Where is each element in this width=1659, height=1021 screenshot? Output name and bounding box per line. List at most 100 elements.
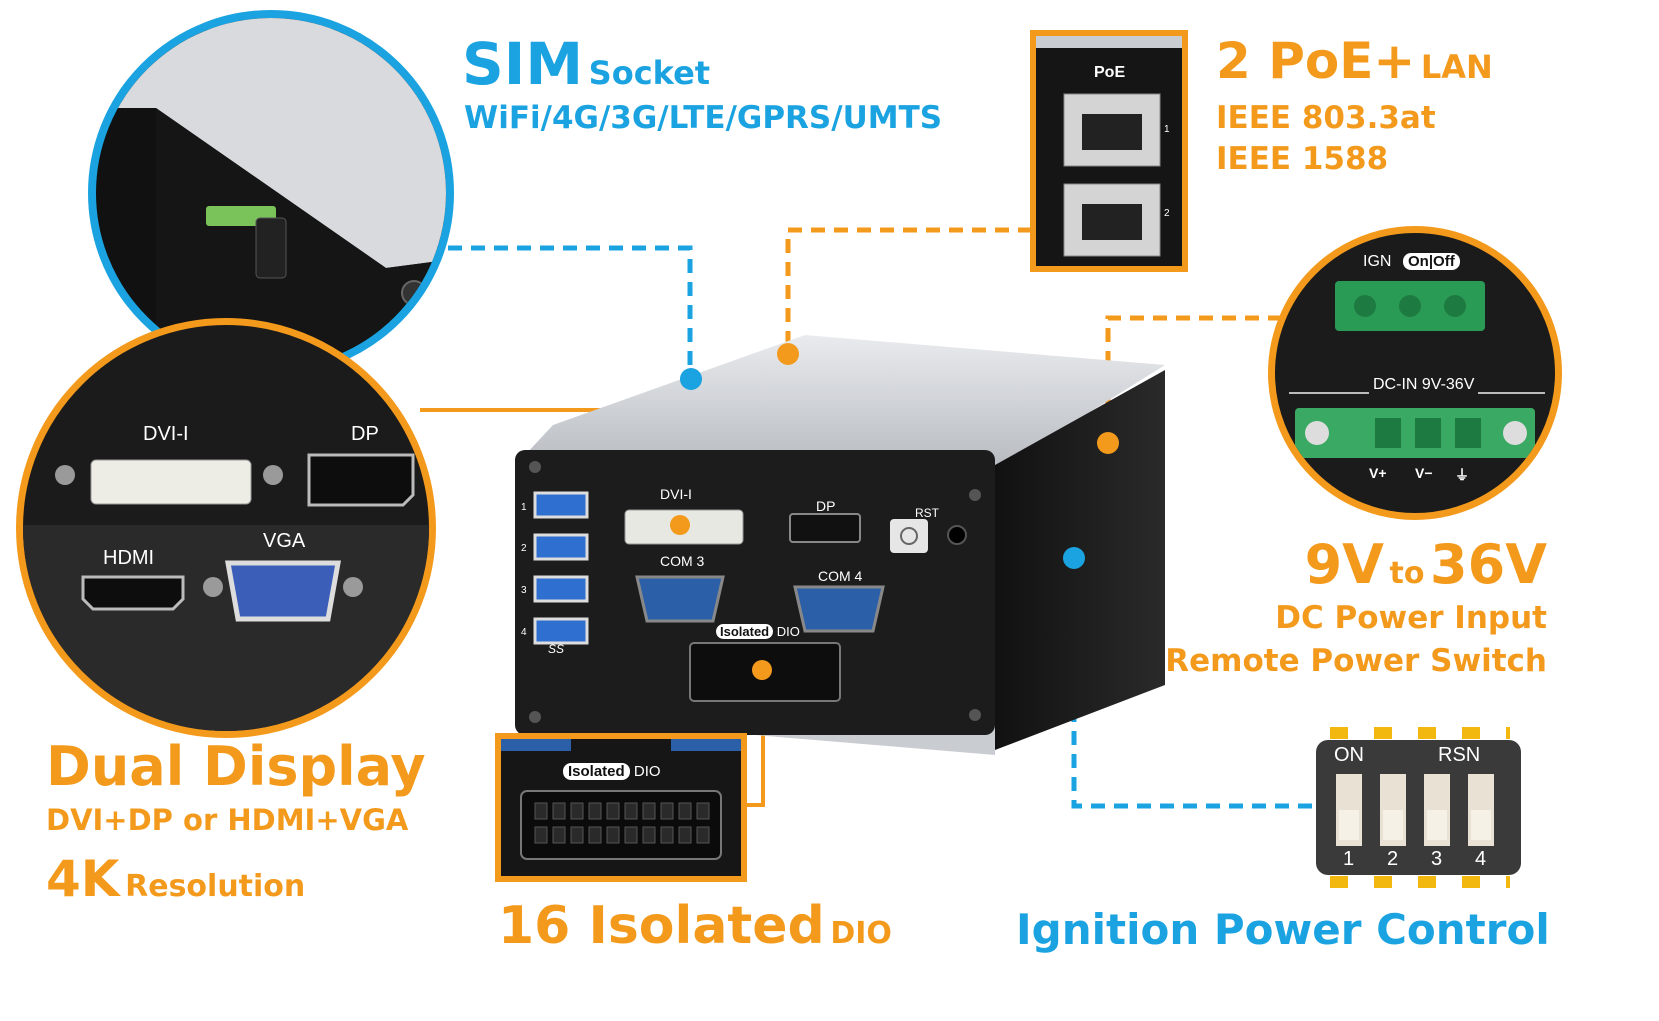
zoom-hdmi-label: HDMI (103, 547, 155, 569)
device-dp-label: DP (816, 498, 836, 514)
pin-ground: ⏚ (1455, 467, 1469, 483)
dip-num-1: 1 (1343, 848, 1355, 870)
device-body (515, 335, 1165, 755)
power-mid: to (1389, 556, 1425, 591)
pin-vplus: V+ (1369, 465, 1387, 481)
dio-pin (534, 826, 548, 844)
power-big1: 9V (1304, 533, 1384, 596)
ign-switch-label: On|Off (1403, 253, 1460, 270)
dip-num-3: 3 (1431, 848, 1443, 870)
poe-port1-label: 1 (1164, 124, 1170, 135)
dio-pin (696, 826, 710, 844)
poe-connector (785, 227, 1032, 352)
dio-pin (552, 826, 566, 844)
dio-pin (660, 826, 674, 844)
poe-port2-label: 2 (1164, 208, 1170, 219)
dip-switch-4[interactable] (1468, 774, 1494, 846)
device-dio-text: DIO (776, 624, 800, 639)
poe-line1: IEEE 803.3at (1216, 100, 1436, 136)
dip-pins-top (1330, 727, 1510, 739)
power-dot (1097, 432, 1119, 454)
poe-big: 2 PoE+ (1216, 32, 1416, 90)
display-line1: DVI+DP or HDMI+VGA (46, 803, 409, 837)
display-hdmi-port (81, 575, 185, 611)
power-line2: Remote Power Switch (1165, 643, 1547, 679)
dio-pin (570, 826, 584, 844)
dio-pin (678, 826, 692, 844)
dio-pin (660, 802, 674, 820)
dio-connector-block (520, 790, 722, 860)
sim-small: Socket (588, 54, 711, 92)
dip-num-4: 4 (1475, 848, 1487, 870)
poe-small: LAN (1420, 48, 1493, 86)
sim-big: SIM (462, 30, 584, 98)
dio-pin (642, 802, 656, 820)
display-dot (670, 515, 690, 535)
sim-connector (448, 245, 693, 380)
display-resolution: 4K Resolution (46, 850, 305, 908)
pin-vminus: V− (1415, 465, 1433, 481)
dio-pin (606, 802, 620, 820)
dio-pin (570, 802, 584, 820)
res-small: Resolution (125, 869, 306, 904)
zoom-vga-label: VGA (263, 530, 306, 552)
zoom-dvi-label: DVI-I (143, 423, 189, 445)
display-zoom-circle: DVI-I DP HDMI VGA (16, 318, 436, 738)
display-title: Dual Display (46, 735, 426, 798)
display-vga-port (225, 560, 341, 622)
poe-heading: 2 PoE+ LAN (1216, 32, 1493, 90)
power-line1: DC Power Input (1275, 600, 1547, 636)
dio-heading: 16 Isolated DIO (498, 896, 892, 956)
res-big: 4K (46, 850, 120, 908)
sim-heading: SIM Socket (462, 30, 710, 98)
power-big2: 36V (1430, 533, 1547, 596)
device-usb-num-4: 4 (521, 627, 527, 638)
dcin-label: DC-IN 9V-36V (1369, 376, 1479, 394)
display-dp-port (307, 453, 415, 507)
ignition-title: Ignition Power Control (1016, 905, 1550, 954)
dip-pins-bottom (1330, 876, 1510, 888)
device-ss-label: SS (548, 642, 565, 656)
dio-suffix: DIO (633, 763, 661, 780)
zoom-dp-label: DP (351, 423, 379, 445)
device-usb-num-1: 1 (521, 502, 527, 513)
sim-subtitle: WiFi/4G/3G/LTE/GPRS/UMTS (464, 100, 943, 136)
dip-switch-3[interactable] (1424, 774, 1450, 846)
dip-on-label: ON (1334, 744, 1364, 766)
dio-dot (752, 660, 772, 680)
dip-switch-2[interactable] (1380, 774, 1406, 846)
ign-label: IGN (1363, 253, 1392, 270)
device-dio-label: Isolated DIO (716, 624, 800, 639)
dio-pin (588, 802, 602, 820)
device-usb-num-3: 3 (521, 585, 527, 596)
dip-switch-block: ON RSN 1 2 3 4 (1316, 740, 1521, 875)
poe-dot (777, 343, 799, 365)
dio-zoom-box: Isolated DIO (495, 733, 747, 882)
device-com3-label: COM 3 (660, 553, 705, 569)
ignition-dot (1063, 547, 1085, 569)
dio-zoom-label: Isolated DIO (563, 763, 661, 780)
dip-switch-1[interactable] (1336, 774, 1362, 846)
poe-zoom-box: PoE 1 2 (1030, 30, 1188, 272)
device-rst-label: RST (915, 506, 939, 520)
display-dvi-port (90, 459, 252, 505)
dio-pin (606, 826, 620, 844)
dio-pin (552, 802, 566, 820)
dio-pin (534, 802, 548, 820)
device-com4-label: COM 4 (818, 568, 863, 584)
sim-zoom-circle (88, 10, 454, 376)
power-zoom-circle: IGN On|Off DC-IN 9V-36V V+ V− ⏚ (1268, 226, 1562, 520)
device-usb-num-2: 2 (521, 543, 527, 554)
poe-panel-logo: PoE (1094, 64, 1126, 81)
device-isolated-badge: Isolated (716, 624, 774, 639)
dio-pin (588, 826, 602, 844)
dip-num-2: 2 (1387, 848, 1399, 870)
dio-pin (624, 802, 638, 820)
device-dvi-label: DVI-I (660, 486, 692, 502)
dio-pin (678, 802, 692, 820)
dio-pin (696, 802, 710, 820)
sim-dot (680, 368, 702, 390)
dio-big: 16 Isolated (498, 896, 825, 956)
power-heading: 9V to 36V (1305, 533, 1547, 596)
dio-pin (624, 826, 638, 844)
